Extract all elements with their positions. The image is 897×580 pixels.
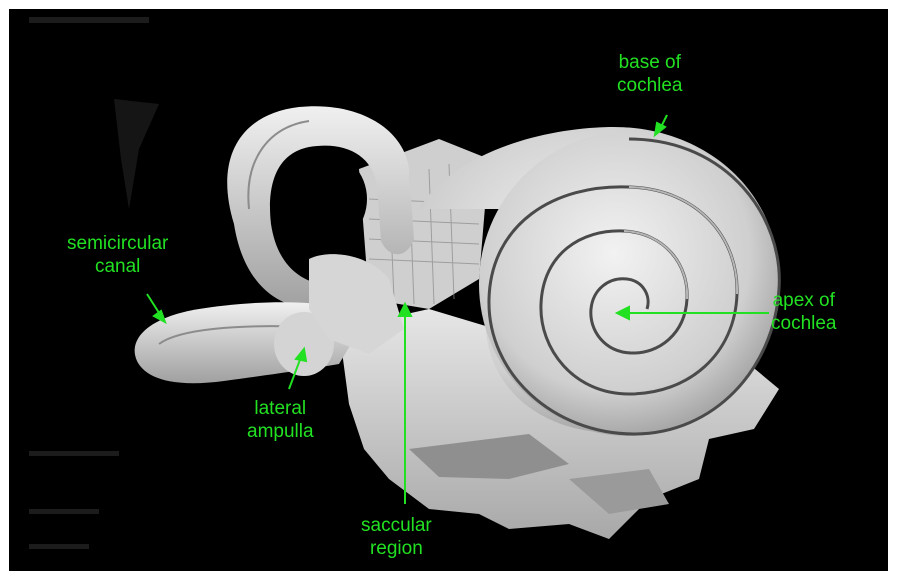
inner-ear-illustration bbox=[9, 9, 888, 571]
label-semicircular-canal: semicircular canal bbox=[67, 232, 168, 278]
label-saccular-region: saccular region bbox=[361, 514, 432, 560]
label-apex-of-cochlea: apex of cochlea bbox=[771, 289, 837, 335]
faint-scan-marks bbox=[29, 17, 159, 549]
label-lateral-ampulla: lateral ampulla bbox=[247, 397, 314, 443]
inner-ear-render: base of cochlea semicircular canal apex … bbox=[9, 9, 888, 571]
label-base-of-cochlea: base of cochlea bbox=[617, 51, 683, 97]
